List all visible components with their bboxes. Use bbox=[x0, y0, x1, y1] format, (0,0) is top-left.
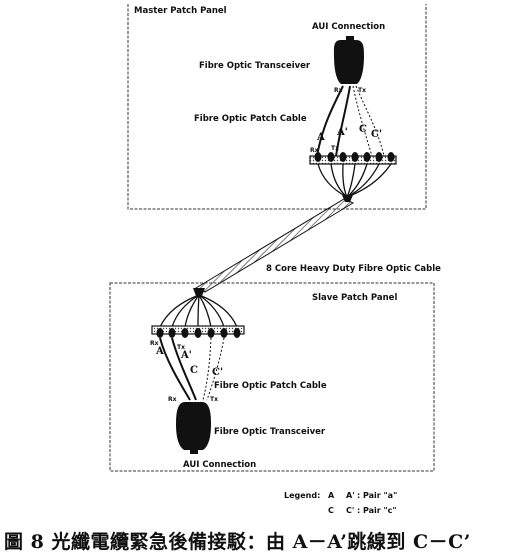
slave-tx-label: Tx bbox=[210, 396, 218, 403]
trunk-cable-label: 8 Core Heavy Duty Fibre Optic Cable bbox=[266, 264, 441, 274]
master-patch-cords bbox=[316, 85, 385, 157]
legend-row1-text: : Pair "a" bbox=[357, 491, 397, 500]
legend-row2-b: C' bbox=[346, 506, 354, 515]
slave-pair-c-label: C bbox=[190, 365, 198, 376]
slave-pair-c-prime-label: C' bbox=[212, 367, 223, 378]
legend-row2-a: C bbox=[328, 506, 334, 515]
master-tx-port-label: Tx bbox=[331, 145, 339, 152]
master-pair-c-label: C bbox=[359, 124, 367, 135]
master-panel-title: Master Patch Panel bbox=[134, 6, 227, 16]
master-rx-label: Rx bbox=[334, 87, 343, 94]
slave-patch-panel-bar bbox=[151, 325, 245, 338]
master-pair-a-prime-label: A' bbox=[336, 127, 348, 138]
master-patch-cable-label: Fibre Optic Patch Cable bbox=[194, 114, 307, 124]
master-patch-panel-bar bbox=[309, 152, 397, 165]
slave-panel-title: Slave Patch Panel bbox=[312, 293, 397, 303]
slave-tx-port-label: Tx bbox=[177, 344, 185, 351]
slave-aui-label: AUI Connection bbox=[183, 460, 256, 470]
master-tx-label: Tx bbox=[358, 87, 366, 94]
slave-fanout bbox=[159, 294, 238, 328]
slave-pair-a-label: A bbox=[155, 346, 164, 357]
master-transceiver-label: Fibre Optic Transceiver bbox=[199, 61, 311, 71]
master-rx-port-label: Rx bbox=[310, 147, 319, 154]
master-pair-a-label: A bbox=[316, 132, 325, 143]
legend-heading: Legend: bbox=[284, 491, 320, 500]
slave-fanout-boot bbox=[193, 288, 205, 296]
legend: Legend: A A' : Pair "a" C C' : Pair "c" bbox=[284, 491, 397, 515]
legend-row1-a: A bbox=[328, 491, 335, 500]
master-patch-panel-box bbox=[127, 4, 427, 210]
master-aui-label: AUI Connection bbox=[312, 22, 385, 32]
slave-pair-a-prime-label: A' bbox=[180, 350, 192, 361]
master-transceiver-icon bbox=[333, 36, 364, 84]
trunk-fibre-cable bbox=[194, 198, 355, 293]
slave-transceiver-icon bbox=[176, 402, 211, 454]
slave-patch-cable-label: Fibre Optic Patch Cable bbox=[214, 381, 327, 391]
master-pair-c-prime-label: C' bbox=[371, 129, 382, 140]
legend-row1-b: A' bbox=[346, 491, 355, 500]
master-fanout bbox=[317, 163, 392, 198]
slave-patch-panel-box bbox=[109, 282, 435, 472]
slave-rx-port-label: Rx bbox=[150, 340, 159, 347]
slave-patch-cords bbox=[159, 337, 225, 401]
figure-caption: 圖 8 光纖電纜緊急後備接駁：由 A－A’跳線到 C－C’ bbox=[4, 531, 471, 553]
legend-row2-text: : Pair "c" bbox=[357, 506, 397, 515]
slave-rx-label: Rx bbox=[168, 396, 177, 403]
slave-transceiver-label: Fibre Optic Transceiver bbox=[214, 427, 326, 437]
